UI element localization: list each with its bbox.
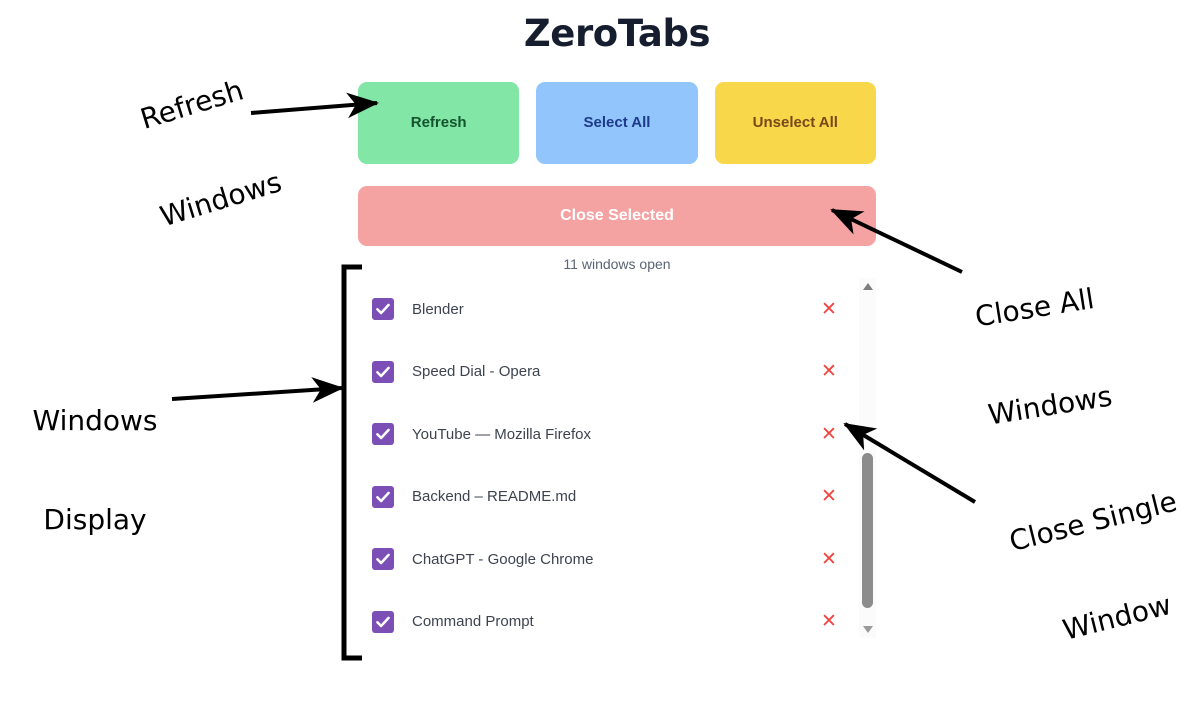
- annotation-line: Display: [43, 503, 147, 537]
- app-panel: ZeroTabs Refresh Select All Unselect All…: [358, 0, 876, 675]
- close-x-icon[interactable]: ✕: [821, 422, 837, 445]
- window-list-scrollbar[interactable]: [859, 278, 876, 638]
- close-x-icon[interactable]: ✕: [821, 485, 837, 508]
- window-title: YouTube — Mozilla Firefox: [412, 425, 591, 443]
- window-checkbox[interactable]: [372, 360, 394, 383]
- window-checkbox[interactable]: [372, 610, 394, 633]
- annotation-line: Windows: [32, 404, 158, 438]
- annotation-refresh-windows: Refresh Windows: [108, 7, 305, 296]
- window-row[interactable]: Backend – README.md ✕: [358, 466, 850, 529]
- window-row[interactable]: YouTube — Mozilla Firefox ✕: [358, 403, 850, 466]
- annotation-line: Close All: [972, 282, 1097, 334]
- window-title: Command Prompt: [412, 613, 534, 631]
- scrollbar-down-arrow-icon[interactable]: [859, 621, 876, 638]
- select-all-button[interactable]: Select All: [536, 82, 698, 164]
- annotation-line: Windows: [985, 379, 1115, 432]
- screenshot-root: ZeroTabs Refresh Select All Unselect All…: [20, 0, 1181, 675]
- toolbar-button-row: Refresh Select All Unselect All: [358, 82, 876, 164]
- close-selected-button[interactable]: Close Selected: [358, 186, 876, 246]
- close-x-icon[interactable]: ✕: [821, 547, 837, 570]
- annotation-line: Window: [1059, 588, 1175, 647]
- window-row[interactable]: Command Prompt ✕: [358, 591, 850, 639]
- window-row[interactable]: ChatGPT - Google Chrome ✕: [358, 528, 850, 591]
- window-checkbox[interactable]: [372, 423, 394, 446]
- scrollbar-up-arrow-icon[interactable]: [859, 278, 876, 295]
- window-title: Speed Dial - Opera: [412, 363, 541, 381]
- annotation-line: Windows: [156, 165, 286, 234]
- annotation-close-all-windows: Close All Windows: [960, 216, 1125, 497]
- arrow-windows-display: [171, 377, 344, 403]
- refresh-button[interactable]: Refresh: [358, 82, 520, 164]
- annotation-line: Close Single: [1005, 484, 1181, 559]
- close-x-icon[interactable]: ✕: [821, 360, 837, 383]
- window-title: Backend – README.md: [412, 488, 577, 506]
- scrollbar-thumb[interactable]: [862, 453, 873, 608]
- window-row[interactable]: Blender ✕: [358, 278, 850, 341]
- window-checkbox[interactable]: [372, 485, 394, 508]
- annotation-line: Refresh: [136, 73, 248, 136]
- window-count-label: 11 windows open: [563, 256, 671, 272]
- unselect-all-button[interactable]: Unselect All: [714, 82, 876, 164]
- close-x-icon[interactable]: ✕: [821, 297, 837, 320]
- window-title: Blender: [412, 300, 464, 318]
- window-title: ChatGPT - Google Chrome: [412, 550, 594, 568]
- close-x-icon[interactable]: ✕: [821, 610, 837, 633]
- page-title: ZeroTabs: [523, 12, 711, 55]
- window-row[interactable]: Speed Dial - Opera ✕: [358, 341, 850, 404]
- window-list[interactable]: Blender✕Speed Dial - Opera✕YouTube — Moz…: [358, 278, 850, 638]
- window-checkbox[interactable]: [372, 548, 394, 571]
- annotation-close-single-window: Close Single Window: [990, 421, 1200, 718]
- window-list-container: Blender✕Speed Dial - Opera✕YouTube — Moz…: [358, 278, 876, 638]
- annotation-windows-display: Windows Display: [20, 338, 170, 602]
- window-checkbox[interactable]: [372, 298, 394, 321]
